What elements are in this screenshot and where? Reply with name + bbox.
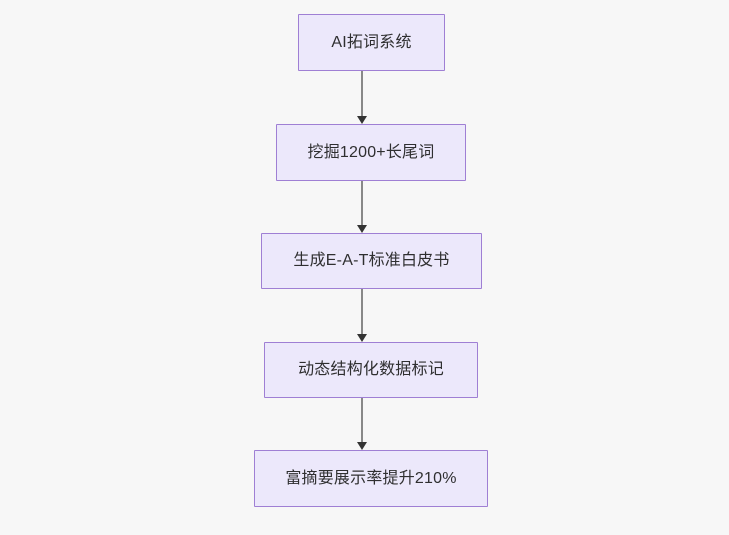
flow-node-mine-longtail-keywords[interactable]: 挖掘1200+长尾词	[276, 124, 466, 181]
flow-node-generate-eat-whitepaper[interactable]: 生成E-A-T标准白皮书	[261, 233, 482, 289]
arrowhead-down-icon	[356, 116, 367, 124]
flow-connector-1	[352, 71, 372, 124]
arrowhead-down-icon	[356, 442, 367, 450]
flow-node-label: 生成E-A-T标准白皮书	[293, 252, 450, 269]
flow-node-ai-keyword-system[interactable]: AI拓词系统	[298, 14, 445, 71]
flow-node-label: AI拓词系统	[331, 33, 412, 51]
arrowhead-down-icon	[356, 334, 367, 342]
flow-connector-4	[352, 398, 372, 450]
connector-line	[361, 398, 363, 443]
connector-line	[361, 71, 363, 117]
flow-node-label: 挖掘1200+长尾词	[307, 143, 435, 161]
flow-node-rich-snippet-uplift[interactable]: 富摘要展示率提升210%	[254, 450, 488, 507]
flow-node-dynamic-structured-data[interactable]: 动态结构化数据标记	[264, 342, 478, 398]
flow-connector-2	[352, 181, 372, 233]
connector-line	[361, 289, 363, 335]
flow-node-label: 富摘要展示率提升210%	[285, 469, 457, 487]
arrowhead-down-icon	[356, 225, 367, 233]
connector-line	[361, 181, 363, 226]
flow-node-label: 动态结构化数据标记	[298, 361, 444, 378]
flow-connector-3	[352, 289, 372, 342]
